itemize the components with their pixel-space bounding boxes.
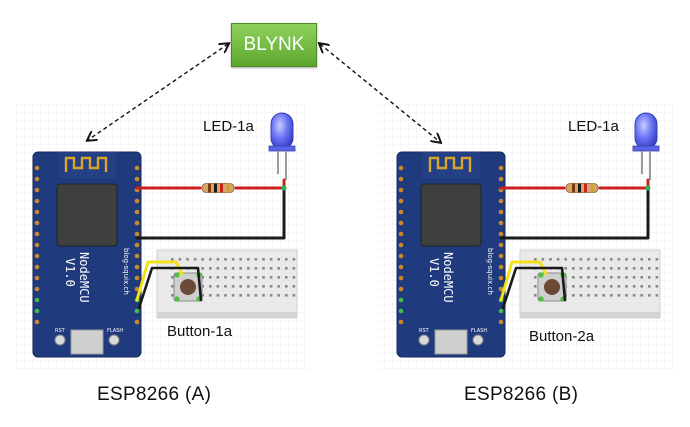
- led-label-a: LED-1a: [203, 118, 254, 135]
- board-group-b: [396, 112, 661, 358]
- module-version-a: V1.0: [63, 258, 77, 287]
- nodemcu-board-a: [32, 151, 142, 358]
- pin-flash-label-a: FLASH: [107, 328, 123, 334]
- button-label-a: Button-1a: [167, 323, 233, 340]
- module-version-b: V1.0: [427, 258, 441, 287]
- button-label-b: Button-2a: [529, 328, 595, 345]
- module-site-a: blog-squix.ch: [122, 248, 130, 295]
- wires-a: [135, 178, 287, 310]
- wires-b: [499, 178, 651, 310]
- module-name-a: NodeMCU: [77, 252, 91, 303]
- resistor-a: [201, 183, 235, 193]
- blynk-hub: BLYNK: [231, 23, 317, 67]
- link-blynk-to-a: [88, 44, 228, 140]
- link-blynk-to-b: [320, 44, 440, 142]
- led-label-b: LED-1a: [568, 118, 619, 135]
- pin-flash-label-b: FLASH: [471, 328, 487, 334]
- resistor-b: [565, 183, 599, 193]
- caption-b: ESP8266 (B): [464, 384, 579, 405]
- module-name-b: NodeMCU: [441, 252, 455, 303]
- board-group-a: [32, 112, 298, 358]
- nodemcu-board-b: [396, 151, 506, 358]
- pin-rst-label-a: RST: [55, 328, 66, 334]
- pin-rst-label-b: RST: [419, 328, 430, 334]
- module-site-b: blog-squix.ch: [486, 248, 494, 295]
- caption-a: ESP8266 (A): [97, 384, 212, 405]
